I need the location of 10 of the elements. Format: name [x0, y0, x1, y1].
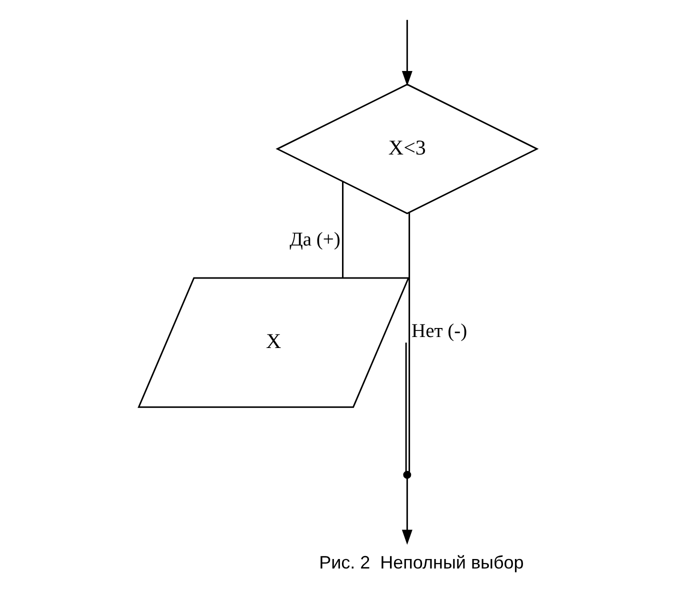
connector [404, 342, 406, 472]
node-diamond: X<3 [275, 84, 538, 214]
connector [408, 212, 410, 472]
caption: Рис. 2 Неполный выбор [318, 552, 524, 572]
edge-label: Нет (-) [411, 320, 467, 342]
arrow [401, 478, 412, 545]
arrow [401, 20, 412, 86]
node-point [402, 470, 411, 479]
connector [342, 182, 344, 278]
edge-label: Да (+) [289, 229, 340, 250]
